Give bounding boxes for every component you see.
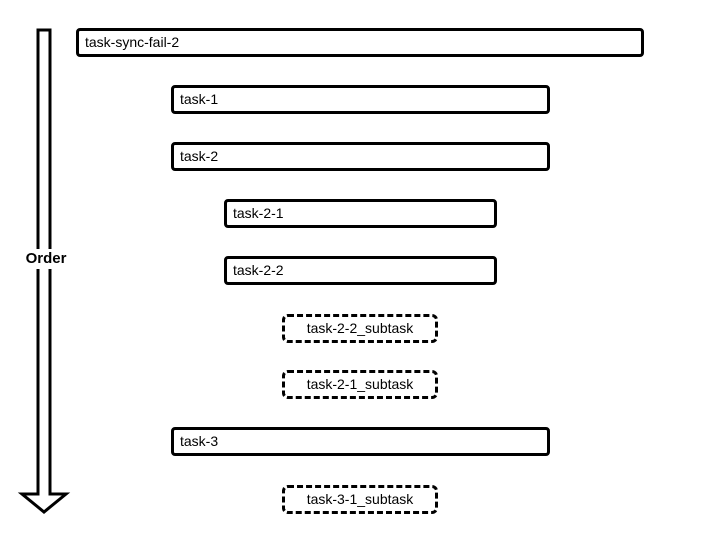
task-box-task-3-1-subtask: task-3-1_subtask — [282, 485, 438, 514]
task-box-task-2-1: task-2-1 — [224, 199, 497, 228]
task-box-task-3: task-3 — [171, 427, 550, 456]
task-box-task-1: task-1 — [171, 85, 550, 114]
order-arrow-shape — [17, 28, 71, 514]
task-box-task-2: task-2 — [171, 142, 550, 171]
order-label: Order — [14, 249, 78, 269]
task-box-task-2-2: task-2-2 — [224, 256, 497, 285]
task-box-task-2-1-subtask: task-2-1_subtask — [282, 370, 438, 399]
task-box-task-sync-fail-2: task-sync-fail-2 — [76, 28, 644, 57]
task-box-task-2-2-subtask: task-2-2_subtask — [282, 314, 438, 343]
